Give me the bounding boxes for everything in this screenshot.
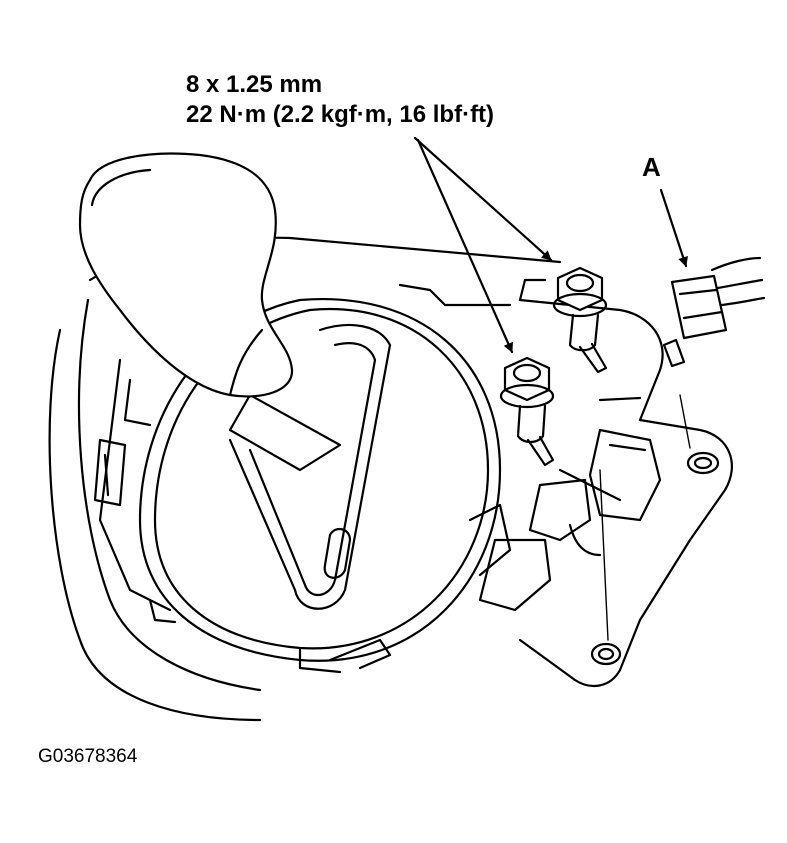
leader-arrows <box>413 136 688 354</box>
connector-a <box>662 256 766 368</box>
figure-id-label: G03678364 <box>38 746 138 767</box>
shift-indicator-bezel <box>138 297 512 674</box>
torque-spec-label: 22 N·m (2.2 kgf·m, 16 lbf·ft) <box>186 101 495 128</box>
mounting-bolt-lower <box>499 356 555 467</box>
mounting-bracket <box>398 278 733 688</box>
shift-gate-slot <box>228 323 392 610</box>
harness-connector-bodies <box>478 428 662 612</box>
bolt-size-label: 8 x 1.25 mm <box>186 71 323 98</box>
alignment-lines <box>599 394 691 641</box>
mounting-bolt-upper <box>552 266 608 374</box>
callout-a-label: A <box>642 152 661 182</box>
shift-lever <box>78 152 342 472</box>
